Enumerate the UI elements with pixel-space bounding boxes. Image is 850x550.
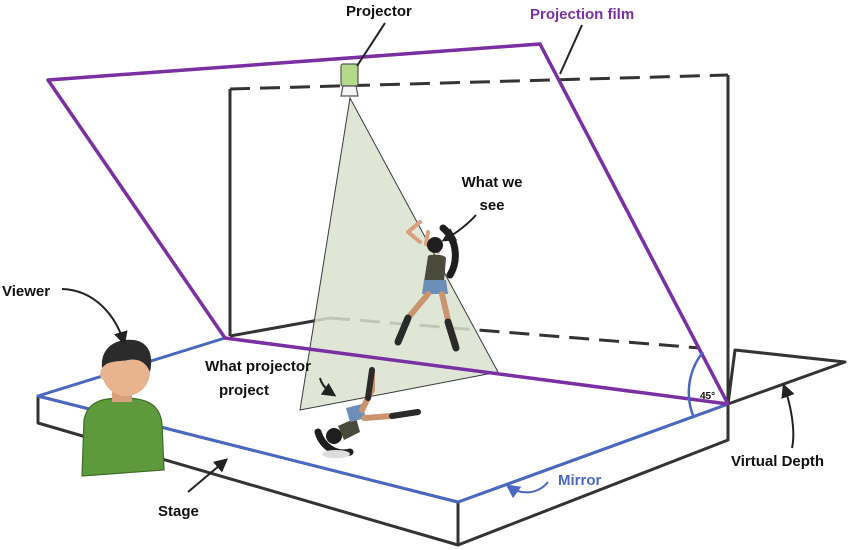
mirror-label: Mirror: [558, 472, 602, 489]
what-we-see-arrow: [441, 214, 477, 242]
projection-beam: [299, 96, 499, 411]
projector-project-arrow: [319, 377, 337, 397]
what-we-see-label-line1: What we: [462, 174, 523, 191]
projection-film-label: Projection film: [530, 6, 634, 23]
angle-arc: [687, 351, 704, 419]
virtual-depth-label: Virtual Depth: [731, 453, 824, 470]
angle-label: 45°: [700, 391, 715, 402]
dancer-reflection-figure: [314, 367, 421, 458]
projector-arrow: [356, 22, 386, 67]
projection-film: [46, 42, 730, 406]
what-projector-label-line2: project: [219, 382, 269, 399]
what-we-see-label-line2: see: [479, 197, 504, 214]
viewer-arrow: [61, 288, 128, 346]
viewer-figure: [81, 339, 165, 477]
viewer-label: Viewer: [2, 283, 50, 300]
projector-icon: [340, 63, 359, 97]
what-projector-label-line1: What projector: [205, 358, 311, 375]
stage-arrow: [187, 458, 229, 493]
virtual-depth-arrow: [781, 383, 795, 449]
stage-label: Stage: [158, 503, 199, 520]
projection-film-arrow: [559, 24, 583, 75]
virtual-depth-plane: [726, 348, 847, 406]
projector-label: Projector: [346, 3, 412, 20]
mirror-arrow: [505, 481, 549, 499]
